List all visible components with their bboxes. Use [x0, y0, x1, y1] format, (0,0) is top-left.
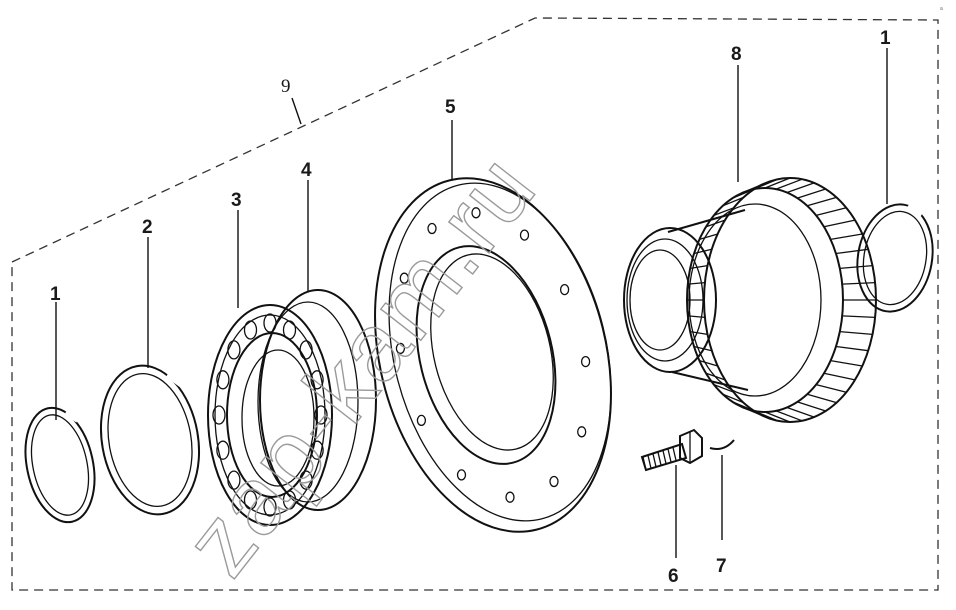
label-part-6: 6 — [668, 566, 679, 587]
label-part-5: 5 — [445, 97, 456, 118]
gear-tooth — [722, 393, 744, 404]
bearing-roller — [299, 340, 313, 360]
gear-tooth — [775, 410, 803, 422]
bearing-roller — [299, 470, 313, 490]
roller-bearing-3 — [207, 304, 333, 526]
bolt-thread — [662, 450, 667, 464]
bolt-hole — [416, 414, 427, 427]
bolt-thread — [642, 456, 647, 471]
bolt-thread — [652, 453, 657, 467]
gear-tooth — [842, 281, 876, 285]
gear-tooth — [815, 383, 847, 393]
gear-tooth — [764, 177, 791, 189]
bolt-hole — [559, 283, 570, 296]
gear-tooth — [786, 406, 815, 418]
bolt-hole — [577, 426, 587, 438]
bearing-roller — [227, 470, 241, 490]
corner-mark: a — [940, 6, 943, 12]
snap-ring-left — [24, 406, 96, 524]
gear-tooth — [775, 178, 803, 190]
snap-ring-right — [856, 203, 934, 313]
gear-tooth — [786, 182, 815, 194]
spring-washer-7 — [709, 439, 735, 450]
bolt-hole — [427, 222, 437, 235]
label-assembly-9: 9 — [281, 76, 291, 97]
bolt-hole — [549, 475, 559, 488]
bolt-hole — [505, 491, 515, 503]
bearing-roller — [282, 490, 297, 510]
assembly-boundary — [11, 17, 939, 591]
gear-tooth — [797, 401, 826, 412]
gear-tooth — [699, 359, 718, 367]
bearing-roller — [212, 405, 226, 425]
gear-tooth — [835, 248, 869, 255]
bearing-roller — [263, 313, 277, 333]
gear-tooth — [713, 383, 734, 393]
gear-tooth — [839, 330, 873, 336]
label-part-8: 8 — [731, 44, 742, 65]
bearing-roller — [227, 340, 241, 360]
label-part-2: 2 — [142, 217, 153, 238]
retaining-ring-2 — [99, 364, 201, 516]
bearing-roller — [243, 320, 258, 340]
bolt-thread — [667, 448, 672, 463]
gear-tooth — [797, 188, 826, 199]
bolt-thread — [672, 447, 677, 461]
bearing-roller — [216, 440, 230, 460]
gear-tooth — [713, 207, 734, 217]
bolt-thread — [657, 452, 662, 466]
gear-tooth — [807, 196, 837, 207]
bearing-roller — [282, 320, 297, 340]
gear-tooth — [823, 372, 856, 381]
gear-tooth — [807, 393, 837, 404]
bearing-roller — [310, 370, 324, 390]
bolt-hole — [395, 342, 406, 355]
bearing-roller — [310, 440, 324, 460]
label-part-1-left: 1 — [50, 284, 61, 305]
gear-tooth — [830, 359, 863, 367]
gear-tooth — [835, 345, 869, 352]
bolt-hole — [456, 469, 467, 481]
label-part-1-right: 1 — [880, 28, 891, 49]
gear-tooth — [699, 233, 718, 241]
label-part-7: 7 — [716, 556, 727, 577]
bolt-hole — [580, 355, 591, 368]
leader-9 — [291, 97, 302, 125]
bearing-roller — [216, 370, 230, 390]
gear-tooth-tips — [703, 177, 877, 423]
bolt-thread — [647, 455, 652, 469]
gear-tooth — [823, 219, 856, 228]
gear-tooth — [815, 207, 847, 217]
label-part-3: 3 — [231, 190, 242, 211]
gear-tooth — [722, 196, 744, 207]
flange-plate-5 — [374, 177, 612, 533]
bearing-roller — [243, 490, 258, 510]
bolt-hole — [399, 272, 409, 284]
bearing-roller — [263, 497, 277, 517]
gear-tooth — [839, 264, 873, 270]
bolt-6 — [640, 428, 703, 472]
bearing-roller — [314, 405, 328, 425]
gear-tooth — [842, 315, 876, 319]
watermark: zap-kam.ru — [164, 135, 556, 595]
bolt-hole — [519, 229, 530, 241]
bolt-hole — [471, 207, 481, 219]
gear-tooth — [830, 233, 863, 241]
label-part-4: 4 — [301, 160, 312, 181]
gear-tooth — [764, 411, 791, 423]
gear-8 — [623, 177, 877, 423]
